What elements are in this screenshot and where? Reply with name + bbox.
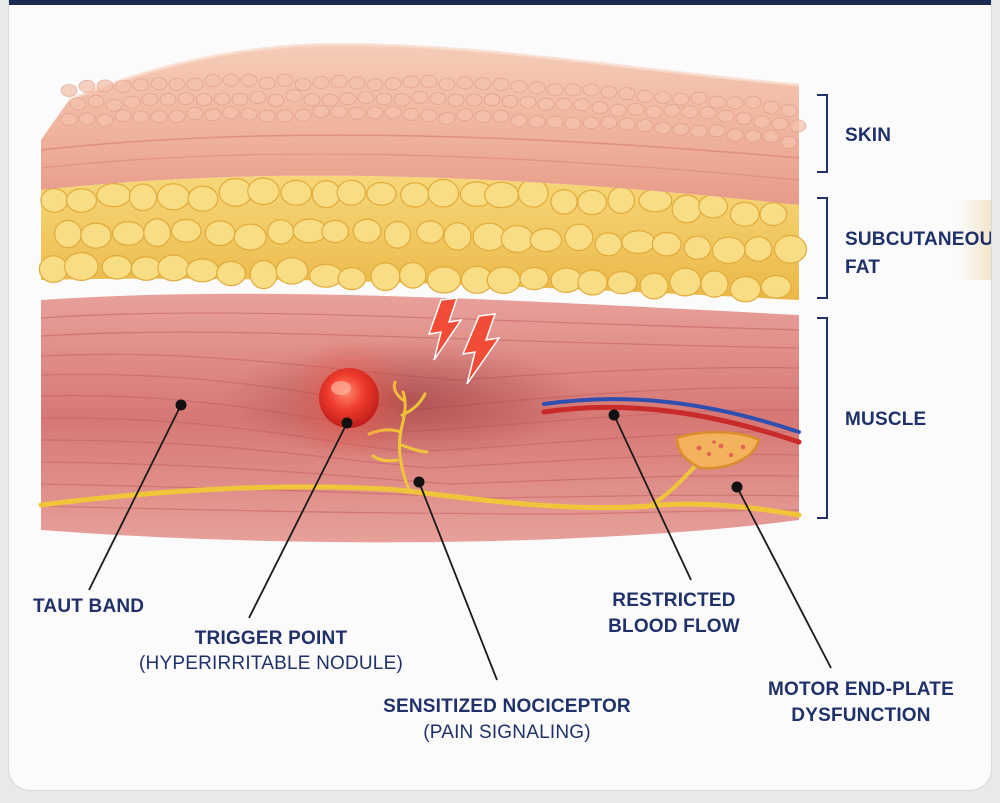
motor-end-plate-marker <box>731 481 743 493</box>
vein-vessel <box>542 397 801 434</box>
nerve-fiber <box>38 484 802 518</box>
leader-dots <box>175 399 743 493</box>
trigger-point-label-line1: TRIGGER POINT <box>195 628 348 649</box>
skin-bracket <box>817 94 828 173</box>
nociceptor-label-line1: SENSITIZED NOCICEPTOR <box>383 696 631 717</box>
motor-end-plate-label-line2: DYSFUNCTION <box>791 705 930 726</box>
fat-label-line2: FAT <box>845 257 880 278</box>
edge-highlight <box>959 200 991 280</box>
skin-texture <box>60 73 807 149</box>
tissue-cross-section-diagram: SKIN SUBCUTANEOUS FAT MUSCLE TAUT BAND T… <box>33 42 991 743</box>
skin-label: SKIN <box>845 125 891 146</box>
layer-brackets <box>817 94 828 519</box>
fat-label-line1: SUBCUTANEOUS <box>845 229 991 250</box>
leader-lines <box>88 404 832 681</box>
diagram-card: SKIN SUBCUTANEOUS FAT MUSCLE TAUT BAND T… <box>8 0 992 791</box>
blood-flow-label-line1: RESTRICTED <box>612 590 735 611</box>
trigger-point-marker <box>341 417 353 429</box>
muscle-label: MUSCLE <box>845 409 926 430</box>
trigger-point-nodule <box>319 368 379 428</box>
motor-end-plate <box>675 431 761 470</box>
muscle-bracket <box>817 317 828 519</box>
blood-flow-marker <box>608 409 620 421</box>
fat-globules <box>38 177 808 303</box>
taut-band-label: TAUT BAND <box>33 596 144 617</box>
artery-vessel <box>541 404 802 445</box>
fat-bracket <box>817 197 828 299</box>
top-accent-bar <box>9 0 991 5</box>
lightning-bolt-icon <box>427 297 501 385</box>
blood-flow-label-line2: BLOOD FLOW <box>608 616 740 637</box>
nociceptor-label-line2: (PAIN SIGNALING) <box>423 722 591 743</box>
trigger-point-label-line2: (HYPERIRRITABLE NODULE) <box>139 653 403 674</box>
motor-end-plate-label-line1: MOTOR END-PLATE <box>768 679 954 700</box>
taut-band-marker <box>175 399 187 411</box>
nociceptor-marker <box>413 476 425 488</box>
